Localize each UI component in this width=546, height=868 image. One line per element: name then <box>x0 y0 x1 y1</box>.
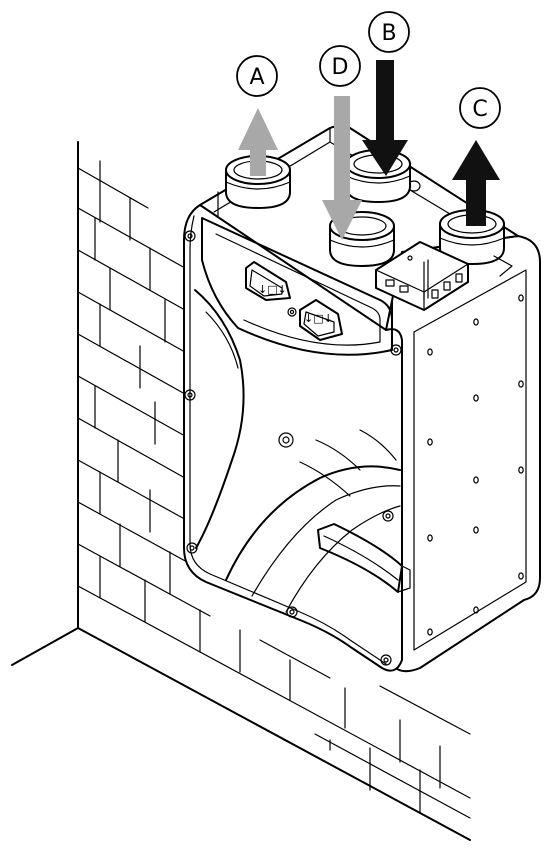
unit-side-panel <box>391 235 541 673</box>
arrow-d <box>322 96 362 240</box>
callout-c-label: C <box>472 97 487 122</box>
control-box-icon <box>375 241 469 311</box>
callout-labels: A B C D <box>236 11 501 129</box>
callout-b-label: B <box>381 21 396 46</box>
arrow-b <box>362 60 408 176</box>
callout-a-label: A <box>249 65 264 90</box>
floor-lines <box>11 141 471 841</box>
callout-d-label: D <box>332 55 349 80</box>
svg-text:↓□↓: ↓□↓ <box>258 283 287 296</box>
svg-text:↓□↓: ↓□↓ <box>304 312 333 325</box>
flow-arrows <box>238 60 500 240</box>
callout-d: D <box>319 45 361 87</box>
unit-front-face: ↓□↓ ↓□↓ <box>183 204 411 672</box>
duct-collar-d <box>329 211 395 267</box>
callout-c: C <box>459 87 501 129</box>
callout-a: A <box>236 55 278 97</box>
arrow-c <box>452 140 500 226</box>
arrow-a <box>238 108 278 176</box>
brick-wall-icon <box>77 160 471 819</box>
callout-b: B <box>368 11 410 53</box>
